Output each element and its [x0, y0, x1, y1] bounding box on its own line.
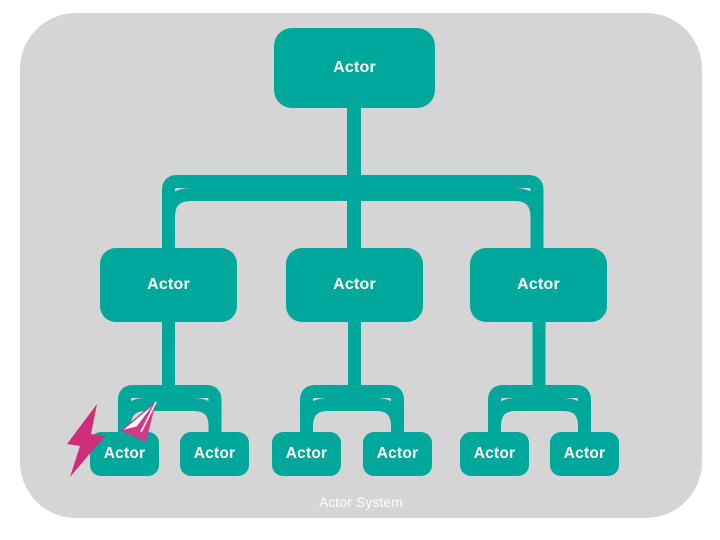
actor-node-leaf-6: Actor — [550, 432, 619, 476]
actor-node-root: Actor — [274, 28, 435, 108]
group2-bus-inner — [300, 398, 404, 438]
actor-node-label: Actor — [333, 59, 376, 76]
actor-node-label: Actor — [333, 276, 376, 293]
actor-node-label: Actor — [376, 445, 419, 462]
actor-node-label: Actor — [147, 276, 190, 293]
actor-node-label: Actor — [103, 445, 146, 462]
group1-bus-inner — [118, 398, 222, 438]
actor-node-mid-right: Actor — [470, 248, 607, 322]
actor-node-label: Actor — [563, 445, 606, 462]
group2-bus-outer — [300, 385, 404, 438]
system-label: Actor System — [319, 495, 403, 510]
level1-bus-outer — [162, 175, 544, 254]
actor-node-label: Actor — [285, 445, 328, 462]
actor-node-label: Actor — [473, 445, 516, 462]
group3-bus-outer — [488, 385, 591, 438]
level1-bus-inner — [162, 188, 544, 254]
actor-node-leaf-5: Actor — [460, 432, 529, 476]
actor-node-leaf-2: Actor — [180, 432, 249, 476]
actor-node-label: Actor — [517, 276, 560, 293]
actor-node-leaf-4: Actor — [363, 432, 432, 476]
group1-bus-outer — [118, 385, 222, 438]
actor-node-label: Actor — [193, 445, 236, 462]
actor-node-leaf-3: Actor — [272, 432, 341, 476]
actor-node-mid-left: Actor — [100, 248, 237, 322]
group3-bus-inner — [488, 398, 591, 438]
lightning-bolt-icon — [67, 404, 105, 477]
actor-node-mid-center: Actor — [286, 248, 423, 322]
paper-plane-icon — [120, 401, 157, 442]
